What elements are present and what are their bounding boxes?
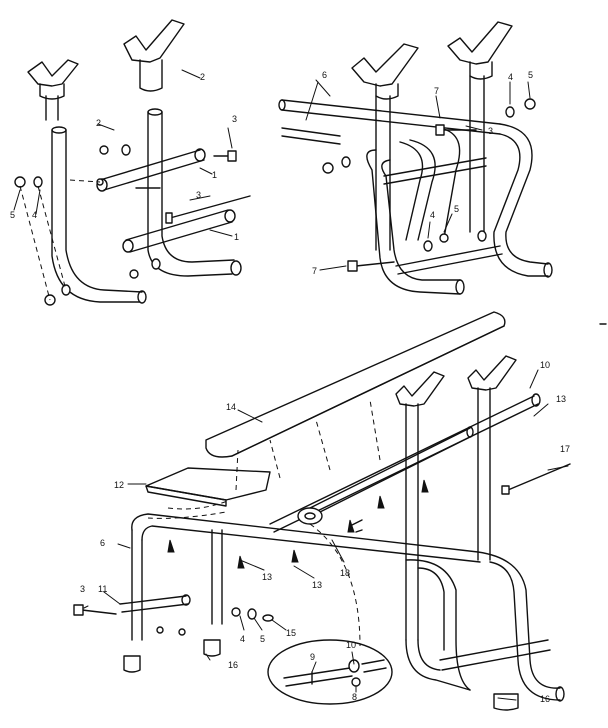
callout-a6: 1 [234, 232, 239, 242]
callout-b5: 3 [488, 126, 493, 136]
callout-a3: 3 [232, 114, 237, 124]
y-cradle-right-2 [447, 21, 513, 80]
callout-b6: 4 [430, 210, 435, 220]
bolt-3-b [169, 195, 251, 219]
callout-a8: 4 [32, 210, 37, 220]
rod-17 [507, 463, 571, 491]
callout-c11: 11 [98, 584, 107, 594]
callout-a5: 3 [196, 190, 201, 200]
callout-c10: 3 [80, 584, 85, 594]
callout-c14: 15 [286, 628, 296, 638]
y-cradle-left-2 [123, 19, 185, 92]
callout-c17: 9 [310, 652, 315, 662]
callout-a1: 2 [200, 72, 205, 82]
upright-tube-2b [147, 111, 235, 277]
washer-5-a [121, 144, 131, 156]
y-cradle-right-1 [351, 43, 419, 100]
callout-c1: 10 [540, 360, 550, 370]
washer-4-right [505, 106, 515, 118]
foot-cap-16-left [123, 655, 141, 673]
callout-a2: 2 [96, 118, 101, 128]
pivot-hub-18 [297, 507, 323, 525]
foot-cap-16-mid [203, 639, 221, 657]
callout-c3: 14 [226, 402, 236, 412]
callout-c12: 4 [240, 634, 245, 644]
detail-inset [267, 639, 393, 705]
callout-labels: 2 2 3 1 3 1 5 4 6 7 4 5 3 4 5 7 10 13 14… [10, 70, 570, 704]
callout-c5: 12 [114, 480, 124, 490]
leg-subassembly-left [13, 19, 251, 306]
callout-b7: 5 [454, 204, 459, 214]
callout-c8: 13 [312, 580, 322, 590]
foot-cap-16-right [493, 693, 519, 711]
callout-c7: 13 [262, 572, 272, 582]
backrest-pad-14 [205, 311, 506, 458]
washer-4-bottom [61, 284, 71, 296]
nut-4-a [99, 145, 109, 155]
bolt-7-lower [355, 261, 395, 267]
y-cradle-bottom-1 [395, 371, 445, 407]
nut-5-left [14, 176, 26, 188]
cross-brace-1-lower [125, 209, 233, 253]
callout-a4: 1 [212, 170, 217, 180]
frame-6 [131, 513, 481, 563]
bench-assembly [73, 311, 607, 711]
callout-c2: 13 [556, 394, 566, 404]
cross-brace-1-upper [99, 149, 205, 191]
callout-c9: 18 [340, 568, 350, 578]
callout-a7: 5 [10, 210, 15, 220]
callout-b1: 6 [322, 70, 327, 80]
upright-tube-2a [51, 129, 143, 303]
y-cradle-left-1 [27, 59, 79, 121]
callout-c16: 10 [346, 640, 356, 650]
y-cradle-bottom-2 [467, 355, 517, 391]
rail-6-lower [281, 127, 341, 145]
callout-b4: 5 [528, 70, 533, 80]
nut-5-right [524, 98, 536, 110]
callout-c18: 8 [352, 692, 357, 702]
bolt-3-bottom [81, 609, 117, 615]
callout-c19: 16 [540, 694, 550, 704]
leg-subassembly-right [278, 21, 553, 295]
callout-c6: 6 [100, 538, 105, 548]
callout-b8: 7 [312, 266, 317, 276]
rail-6-upper [281, 99, 501, 135]
callout-c13: 5 [260, 634, 265, 644]
callout-b2: 7 [434, 86, 439, 96]
cross-piece-11 [119, 595, 189, 613]
callout-b3: 4 [508, 72, 513, 82]
washer-4-left [33, 176, 43, 188]
callout-c4: 17 [560, 444, 570, 454]
callout-c15: 16 [228, 660, 238, 670]
